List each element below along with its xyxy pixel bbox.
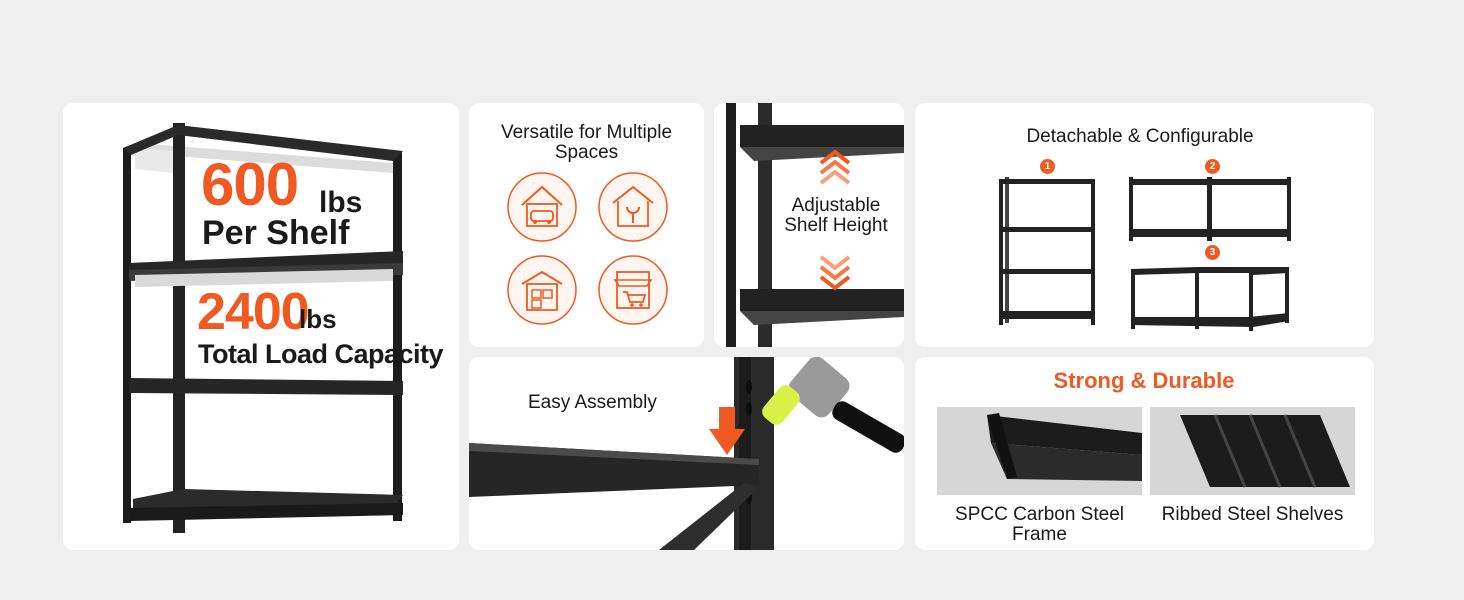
capacity-panel: 600 lbs Per Shelf 2400 lbs Total Load Ca…: [63, 103, 459, 550]
total-capacity-value: 2400: [197, 283, 310, 341]
durable-title: Strong & Durable: [1053, 368, 1235, 393]
arrow-down-icon: [709, 407, 745, 455]
steel-frame-image: [937, 407, 1142, 495]
config-corner-unit-image: [1131, 267, 1289, 331]
adjustable-panel: Adjustable Shelf Height: [714, 103, 904, 347]
store-cart-icon: [598, 255, 668, 325]
config-badge-1: 1: [1040, 159, 1055, 174]
shelving-unit-image: [123, 123, 403, 533]
durable-panel: Strong & Durable SPCC Carbon Steel Frame…: [915, 357, 1374, 550]
versatile-title: Versatile for Multiple Spaces: [500, 122, 673, 163]
storage-unit-icon: [507, 255, 577, 325]
ribbed-shelf-image: [1150, 407, 1355, 495]
assembly-image: [469, 357, 904, 550]
arrow-up-icon: [819, 149, 851, 185]
garage-tools-icon: [598, 172, 668, 242]
frame-caption: SPCC Carbon Steel Frame: [955, 504, 1124, 545]
shelves-caption: Ribbed Steel Shelves: [1161, 504, 1344, 525]
per-shelf-unit: lbs: [319, 186, 363, 219]
per-shelf-label: Per Shelf: [202, 214, 350, 252]
versatile-panel: Versatile for Multiple Spaces: [469, 103, 704, 347]
config-badge-3: 3: [1205, 245, 1220, 260]
adjustable-label: Adjustable Shelf Height: [784, 195, 888, 236]
total-capacity-label: Total Load Capacity: [198, 339, 444, 369]
adjustable-shelf-image: [726, 103, 904, 347]
config-badge-2: 2: [1205, 159, 1220, 174]
assembly-panel: Easy Assembly: [469, 357, 904, 550]
house-car-icon: [507, 172, 577, 242]
arrow-down-icon: [819, 255, 851, 291]
assembly-label: Easy Assembly: [528, 392, 657, 413]
detachable-title: Detachable & Configurable: [1026, 126, 1254, 147]
per-shelf-value: 600: [201, 151, 299, 218]
config-one-unit-image: [999, 177, 1095, 325]
detachable-panel: Detachable & Configurable 1 2 3: [915, 103, 1374, 347]
total-capacity-unit: lbs: [299, 304, 337, 334]
config-two-units-image: [1129, 177, 1291, 241]
